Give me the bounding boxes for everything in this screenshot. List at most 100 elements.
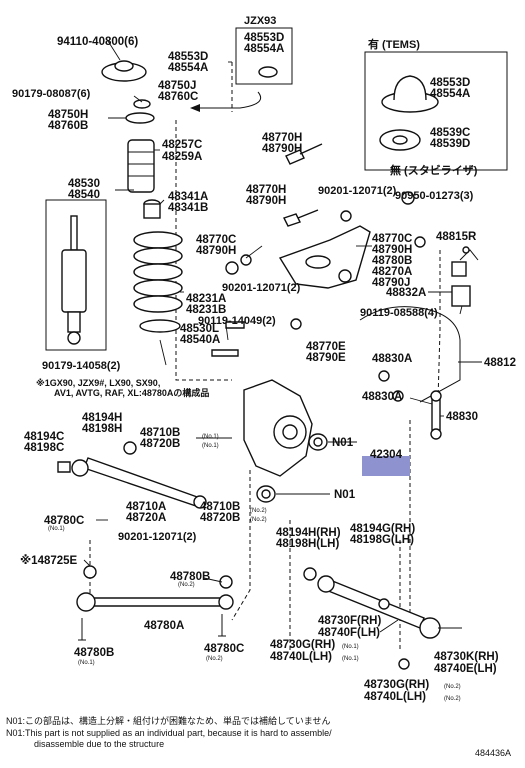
label-48830: 48830 [446, 411, 478, 423]
label-48710b-b: 48710B [200, 501, 240, 513]
label-no2-c: (No.2) [178, 582, 195, 588]
leader-line [107, 40, 121, 61]
bushing-icon [378, 370, 390, 382]
label-48815r: 48815R [436, 231, 477, 243]
tems-inset-box [364, 51, 508, 171]
label-90179-14058: 90179-14058(2) [42, 360, 121, 372]
label-n01-b: N01 [334, 489, 356, 501]
illustration-number: 484436A [474, 748, 511, 758]
label-48790j: 48790J [372, 277, 410, 289]
label-48790h-left: 48790H [196, 245, 236, 257]
label-48194h-rh: 48194H(RH) [276, 527, 341, 539]
label-48740l-lh-b: 48740L(LH) [364, 691, 426, 703]
leader-line [409, 397, 433, 405]
label-48730g-rh-b: 48730G(RH) [364, 679, 429, 691]
upper-mount-icon [101, 60, 147, 82]
leader-line [83, 559, 91, 567]
label-n01-a: N01 [332, 437, 354, 449]
leader-line [459, 305, 463, 315]
label-48553d-tems: 48553D [430, 77, 470, 89]
bushing-icon [303, 567, 317, 581]
label-48341a: 48341A [168, 191, 208, 203]
leader-line [159, 339, 167, 366]
label-48194c: 48194C [24, 431, 64, 443]
label-48790h-top: 48790H [262, 143, 302, 155]
label-48198h: 48198H [82, 423, 122, 435]
leader-line [245, 245, 263, 259]
label-48554a-inset: 48554A [244, 43, 284, 55]
seal-icon [143, 199, 161, 219]
leader-line [159, 199, 165, 205]
label-48780b-c: 48780B [74, 647, 114, 659]
label-90179-08087: 90179-08087(6) [12, 88, 91, 100]
label-48539d: 48539D [430, 138, 470, 150]
model-note-line-1: ※1GX90, JZX9#, LX90, SX90, [36, 378, 160, 388]
jzx93-mount-icon [258, 66, 278, 78]
label-48750h: 48750H [48, 109, 88, 121]
label-48530l: 48530L [180, 323, 219, 335]
bushing-icon [83, 565, 97, 579]
label-48730k-rh: 48730K(RH) [434, 651, 499, 663]
label-48730g-rh-a: 48730G(RH) [270, 639, 335, 651]
upper-arm-icon [278, 225, 371, 289]
label-tems: 有 (TEMS) [368, 37, 420, 51]
trailing-arm-icon [317, 575, 462, 639]
label-48770e: 48770E [306, 341, 346, 353]
label-48198h-lh: 48198H(LH) [276, 538, 339, 550]
jzx93-inset-box [235, 27, 293, 85]
label-48198g-lh: 48198G(LH) [350, 534, 414, 546]
label-48770c-right: 48770C [372, 233, 412, 245]
label-48259a: 48259A [162, 151, 202, 163]
n01-bushing-icon [256, 433, 328, 503]
knuckle-icon [243, 379, 313, 477]
bolt-icon [283, 209, 319, 227]
label-48231b: 48231B [186, 304, 226, 316]
label-48194g-rh: 48194G(RH) [350, 523, 415, 535]
label-48780b: 48780B [372, 255, 412, 267]
label-48790e: 48790E [306, 352, 346, 364]
label-48530: 48530 [68, 178, 100, 190]
label-90950-01273: 90950-01273(3) [395, 190, 474, 202]
lower-arm-icon [71, 457, 207, 509]
shock-absorber-box [45, 199, 107, 351]
label-no2-e: (No.2) [444, 684, 461, 690]
bolt-icon [57, 461, 71, 473]
label-no1-b: (No.1) [202, 443, 219, 449]
label-48554a-tems: 48554A [430, 88, 470, 100]
bump-stopper-icon [127, 139, 155, 193]
label-48770c-left: 48770C [196, 234, 236, 246]
label-48231a: 48231A [186, 293, 226, 305]
bushing-icon [414, 236, 426, 248]
label-no1-d: (No.1) [342, 644, 359, 650]
label-no2-f: (No.2) [444, 696, 461, 702]
label-48790h-mid: 48790H [246, 195, 286, 207]
label-48725e: ※148725E [20, 553, 78, 567]
label-48760c: 48760C [158, 91, 198, 103]
label-48270a: 48270A [372, 266, 412, 278]
label-48554a: 48554A [168, 62, 208, 74]
guide-line [231, 470, 251, 621]
label-no2-d: (No.2) [206, 656, 223, 662]
label-48194h: 48194H [82, 412, 122, 424]
shock-absorber-icon [61, 215, 87, 345]
coil-spring-icon [133, 231, 183, 333]
label-no1-c: (No.1) [48, 526, 65, 532]
bushing-icon [240, 254, 252, 266]
bushing-icon [378, 598, 390, 610]
label-48812: 48812 [484, 357, 516, 369]
label-90119-08588: 90119-08588(4) [360, 307, 438, 319]
label-48730f-rh: 48730F(RH) [318, 615, 381, 627]
label-90201-12071-c: 90201-12071(2) [118, 531, 197, 543]
label-no1-f: (No.1) [78, 660, 95, 666]
label-42304: 42304 [370, 449, 403, 461]
bushing-icon [225, 261, 239, 275]
part-42304-highlight [362, 456, 410, 476]
bushing-icon [401, 191, 415, 205]
guide-line [175, 120, 232, 381]
note-english-line-2: disassemble due to the structure [34, 739, 165, 749]
arrow-head-icon [190, 104, 200, 112]
note-english-line-1: N01:This part is not supplied as an indi… [6, 728, 332, 738]
label-48540a: 48540A [180, 334, 220, 346]
tems-mount-icon [379, 75, 439, 151]
